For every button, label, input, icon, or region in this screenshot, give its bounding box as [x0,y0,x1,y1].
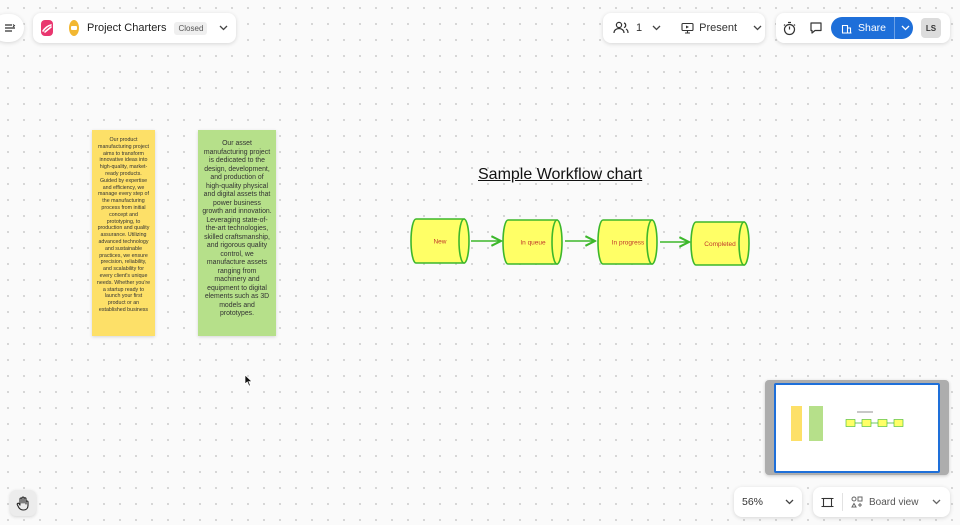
divider [842,493,843,511]
share-button[interactable]: Share [831,17,913,39]
chevron-down-icon [933,499,941,505]
main-menu-button[interactable] [0,14,24,42]
share-bar: Share LS [776,13,950,43]
present-options-button[interactable] [753,25,762,31]
hand-tool-button[interactable] [10,490,36,516]
chevron-down-icon [785,499,794,505]
workflow-stage-completed[interactable]: Completed [690,221,750,266]
workflow-title[interactable]: Sample Workflow chart [478,166,643,183]
menu-icon [5,24,16,32]
share-separator [894,17,896,39]
comment-icon [810,22,822,34]
mouse-cursor-icon [244,374,253,387]
workflow-stage-in-queue[interactable]: In queue [502,219,563,265]
users-icon [613,21,629,34]
sticky-note-text: Our asset manufacturing project is dedic… [202,140,272,317]
app-logo[interactable] [41,20,53,36]
zoom-level: 56% [742,496,764,508]
reactions-button[interactable] [782,21,797,36]
collaborators-dropdown[interactable] [652,25,661,31]
present-label: Present [699,22,738,34]
share-options-button[interactable] [901,25,910,31]
zoom-dropdown[interactable] [785,499,794,505]
sticky-note-text: Our product manufacturing project aims t… [96,137,151,313]
view-control: Board view [813,487,950,517]
status-badge: Closed [174,21,208,35]
board-title-bar: Project Charters Closed [33,13,236,43]
collaborator-count: 1 [636,22,643,34]
collaboration-bar: 1 Present [603,13,765,43]
minimap[interactable] [765,380,949,475]
share-label: Share [858,22,887,34]
building-icon [841,24,852,34]
collaborators-button[interactable] [613,21,629,35]
workflow-stage-in-progress[interactable]: In progress [597,219,658,265]
board-icon[interactable] [69,20,79,36]
board-options-button[interactable] [219,25,228,31]
stage-label: Completed [704,241,736,248]
user-avatar[interactable]: LS [921,18,941,38]
view-options-button[interactable] [932,499,941,505]
chevron-down-icon [652,25,661,31]
workflow-diagram: New In queue In progress Completed [410,218,750,266]
stage-label: In queue [520,240,546,247]
stage-label: In progress [612,240,645,247]
present-icon [681,22,694,34]
chevron-down-icon [219,25,228,31]
minimap-preview [791,406,904,441]
hand-icon [16,495,29,511]
comments-button[interactable] [809,21,823,35]
board-view-button[interactable]: Board view [851,496,918,508]
frame-icon [821,497,834,507]
workflow-stage-new[interactable]: New [410,218,470,264]
present-button[interactable]: Present [681,22,737,34]
timer-icon [783,21,796,35]
stage-label: New [433,239,446,246]
board-name[interactable]: Project Charters [87,22,167,34]
chevron-down-icon [753,25,762,31]
sticky-note-green[interactable]: Our asset manufacturing project is dedic… [198,130,276,336]
fit-to-screen-button[interactable] [821,496,834,509]
chevron-down-icon [901,25,910,31]
minimap-viewport[interactable] [774,383,940,473]
shapes-icon [851,496,863,508]
sticky-note-yellow[interactable]: Our product manufacturing project aims t… [92,130,155,336]
app-logo-icon [42,24,52,33]
zoom-control[interactable]: 56% [734,487,802,517]
view-label: Board view [869,496,919,508]
board-emoji-icon [71,26,77,30]
